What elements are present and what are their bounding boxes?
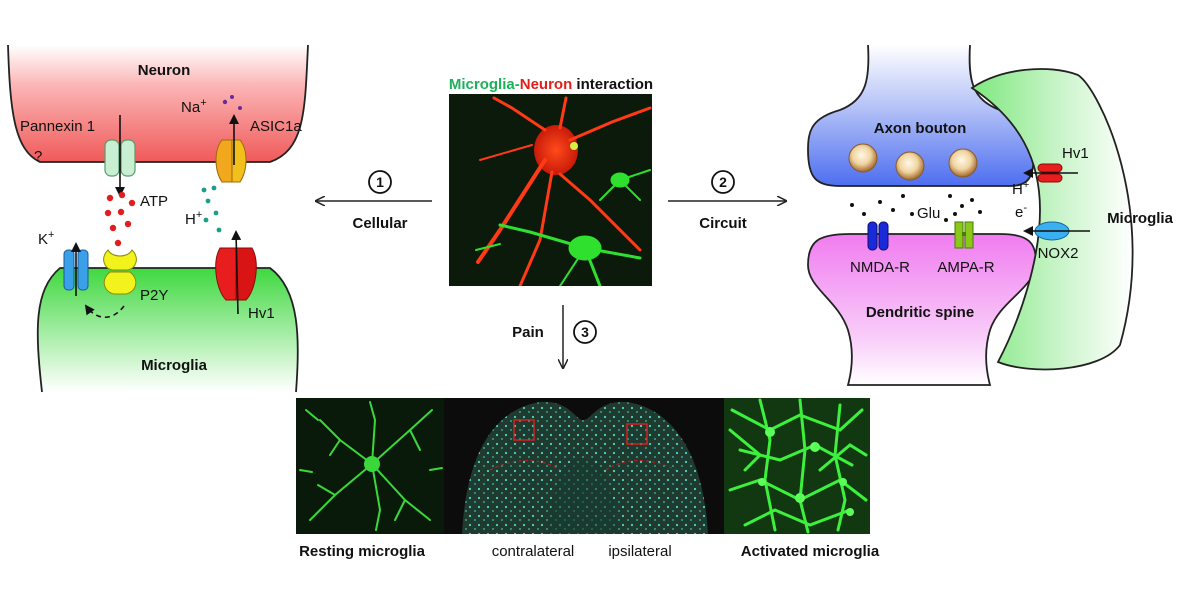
microglia-label-left: Microglia — [141, 357, 208, 374]
hv1-label-right: Hv1 — [1062, 145, 1089, 162]
center-title: Microglia-Neuron interaction — [449, 76, 653, 93]
p2y-dashed-arrow — [84, 304, 125, 319]
hv1-arrow-left — [231, 230, 242, 315]
left-panel: Neuron Pannexin 1 ? Na+ ASIC1a ATP — [7, 44, 309, 393]
resting-microglia-label: Resting microglia — [299, 543, 426, 560]
neuron-label: Neuron — [138, 62, 191, 79]
cellular-label: Cellular — [352, 215, 407, 232]
contralateral-roi — [513, 419, 535, 441]
activated-microglia-label: Activated microglia — [741, 543, 880, 560]
proton-dots-left — [201, 185, 222, 233]
axon-bouton-label: Axon bouton — [874, 120, 966, 137]
nmda-label: NMDA-R — [850, 259, 910, 276]
pannexin-channel-icon — [104, 139, 136, 177]
nox2-label: NOX2 — [1038, 245, 1079, 262]
neuron-membrane — [7, 44, 309, 163]
neuron-red-cell — [476, 96, 652, 286]
activated-microglia-image — [724, 398, 870, 534]
pain-number: 3 — [581, 324, 589, 340]
hv1-label-left: Hv1 — [248, 305, 275, 322]
dendritic-spine-label: Dendritic spine — [866, 304, 974, 321]
h-label-left: H+ — [185, 209, 202, 228]
circuit-label: Circuit — [699, 215, 747, 232]
ampa-receptor-icon — [954, 221, 974, 249]
bottom-micrographs: Resting microglia contralateral ipsilate… — [296, 398, 880, 560]
na-ions — [222, 95, 242, 110]
right-panel: Axon bouton Glu NMDA-R AMPA-R Dendritic … — [807, 44, 1174, 386]
microglia-neuron-micrograph — [449, 94, 652, 286]
microglia-label-right: Microglia — [1107, 210, 1174, 227]
na-label: Na+ — [181, 97, 207, 116]
hv1-channel-icon-left — [215, 247, 257, 301]
k-label: K+ — [38, 229, 54, 248]
atp-molecules — [104, 191, 136, 247]
microglia-membrane-right — [970, 68, 1134, 371]
question-label: ? — [34, 148, 42, 165]
resting-microglia-image — [296, 398, 444, 534]
cellular-number: 1 — [376, 174, 384, 190]
glu-label: Glu — [917, 205, 940, 222]
glutamate-dots — [850, 194, 982, 222]
microglia-green-cells — [475, 142, 651, 286]
cellular-number-circle — [368, 170, 392, 194]
ampa-label: AMPA-R — [937, 259, 994, 276]
title-microglia: Microglia — [449, 76, 516, 93]
contralateral-label: contralateral — [492, 543, 575, 560]
pannexin-label: Pannexin 1 — [20, 118, 95, 135]
ipsilateral-roi — [626, 423, 648, 445]
synaptic-vesicles — [848, 143, 978, 181]
circuit-number: 2 — [719, 174, 727, 190]
ipsilateral-label: ipsilateral — [608, 543, 671, 560]
atp-label: ATP — [140, 193, 168, 210]
hv1-channel-icon-right — [1037, 163, 1063, 183]
p2y-receptor-icon — [103, 249, 137, 295]
pain-label: Pain — [512, 324, 544, 341]
spinal-cord-section-image — [444, 398, 724, 534]
h-label-right: H+ — [1012, 179, 1029, 198]
k-channel-icon — [63, 249, 89, 291]
title-interaction: interaction — [572, 76, 653, 93]
title-neuron: Neuron — [520, 76, 573, 93]
p2y-label: P2Y — [140, 287, 168, 304]
pain-number-circle — [573, 320, 597, 344]
asic-label: ASIC1a — [250, 118, 302, 135]
circuit-number-circle — [711, 170, 735, 194]
asic1a-channel-icon — [215, 139, 247, 183]
center-panel: Microglia-Neuron interaction — [316, 76, 786, 368]
e-label: e- — [1015, 202, 1027, 221]
nmda-receptor-icon — [867, 221, 889, 251]
title-dash: - — [515, 76, 520, 93]
